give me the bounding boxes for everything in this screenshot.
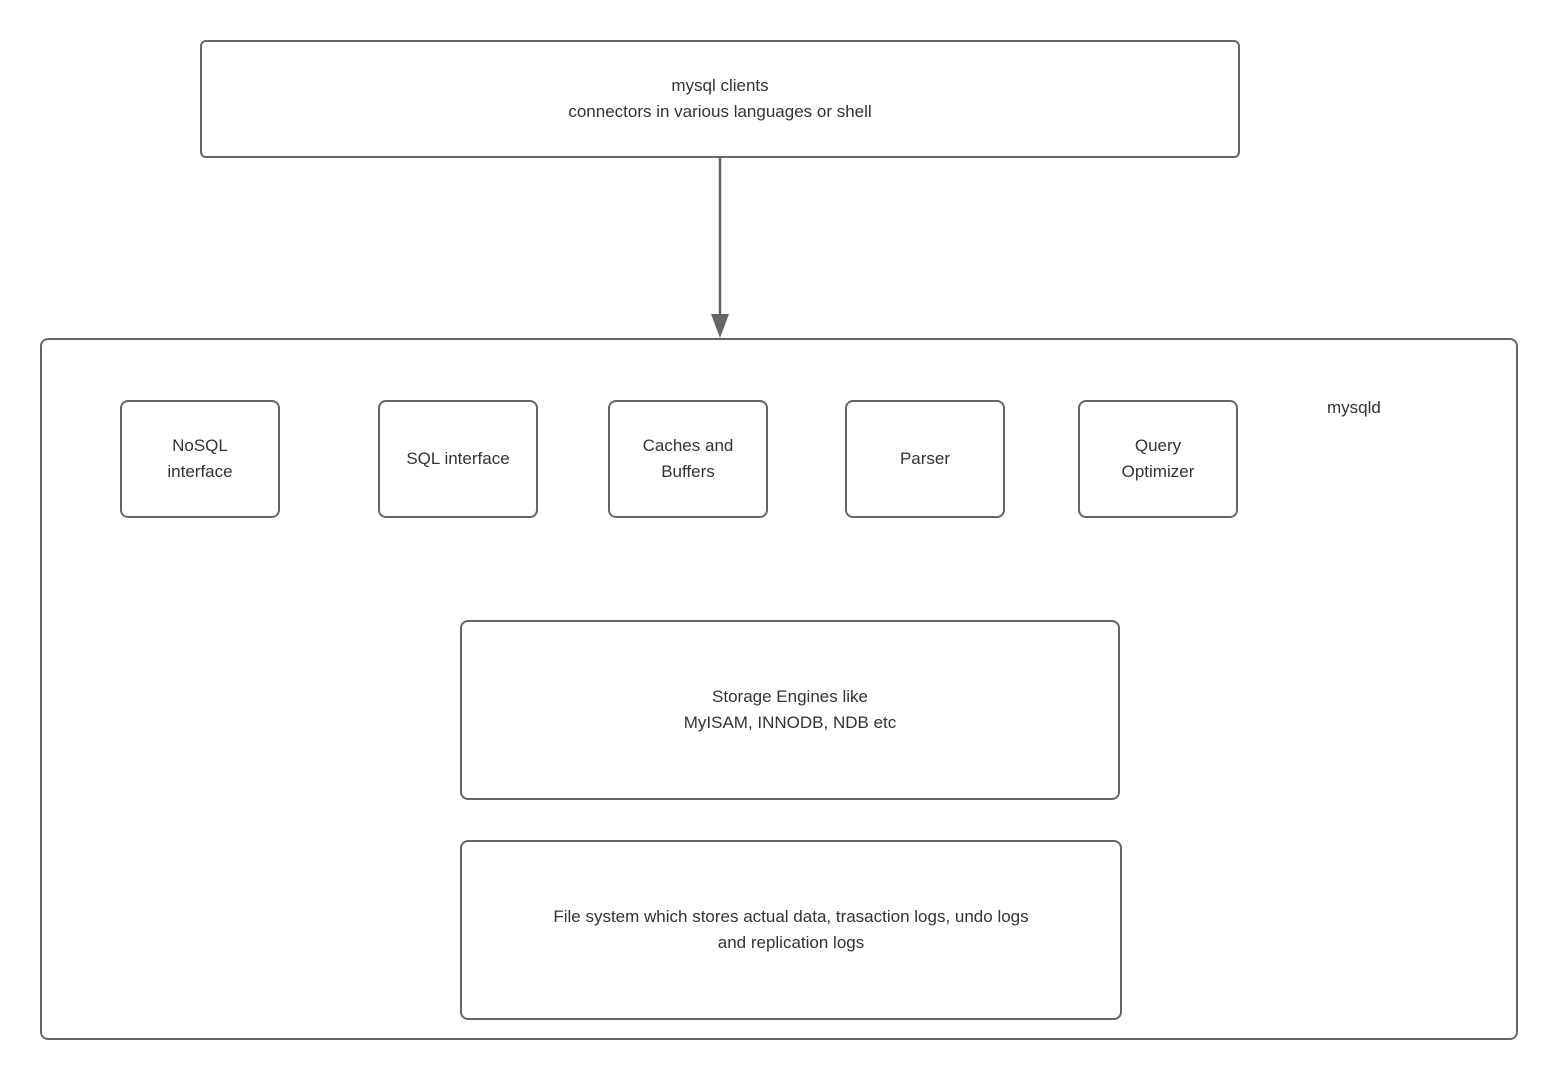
clients-node-label: mysql clients connectors in various lang… xyxy=(568,75,872,121)
parser-node: Parser xyxy=(845,400,1005,518)
sql-interface-node: SQL interface xyxy=(378,400,538,518)
mysqld-label: mysqld xyxy=(1327,398,1381,417)
query-optimizer-label: Query Optimizer xyxy=(1121,435,1195,481)
clients-node: mysql clients connectors in various lang… xyxy=(200,40,1240,158)
parser-label: Parser xyxy=(899,448,951,468)
caches-and-buffers-node: Caches and Buffers xyxy=(608,400,768,518)
nosql-interface-label: NoSQL interface xyxy=(167,435,233,481)
caches-and-buffers-label: Caches and Buffers xyxy=(642,435,734,481)
file-system-node: File system which stores actual data, tr… xyxy=(460,840,1122,1020)
storage-engines-node: Storage Engines like MyISAM, INNODB, NDB… xyxy=(460,620,1120,800)
storage-engines-label: Storage Engines like MyISAM, INNODB, NDB… xyxy=(683,686,897,732)
nosql-interface-node: NoSQL interface xyxy=(120,400,280,518)
sql-interface-label: SQL interface xyxy=(406,448,510,468)
flow-arrow-icon xyxy=(711,158,729,338)
file-system-label: File system which stores actual data, tr… xyxy=(553,906,1029,952)
query-optimizer-node: Query Optimizer xyxy=(1078,400,1238,518)
